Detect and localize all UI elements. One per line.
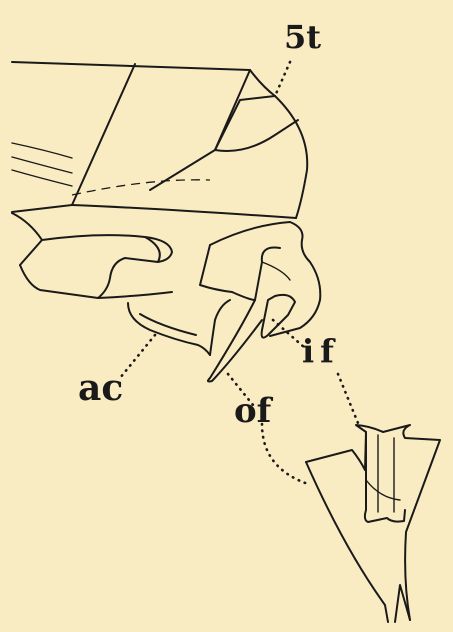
label-accessory: ac xyxy=(78,367,123,409)
lower-plate xyxy=(12,213,172,298)
label-fifth-tergite: 5t xyxy=(284,18,321,56)
abdomen-segments xyxy=(12,62,307,218)
label-outer-fork: of xyxy=(234,391,274,431)
forceps-dorsal-view xyxy=(306,425,440,622)
label-inner-fork: if xyxy=(302,332,340,370)
accessory-structure xyxy=(128,300,230,355)
